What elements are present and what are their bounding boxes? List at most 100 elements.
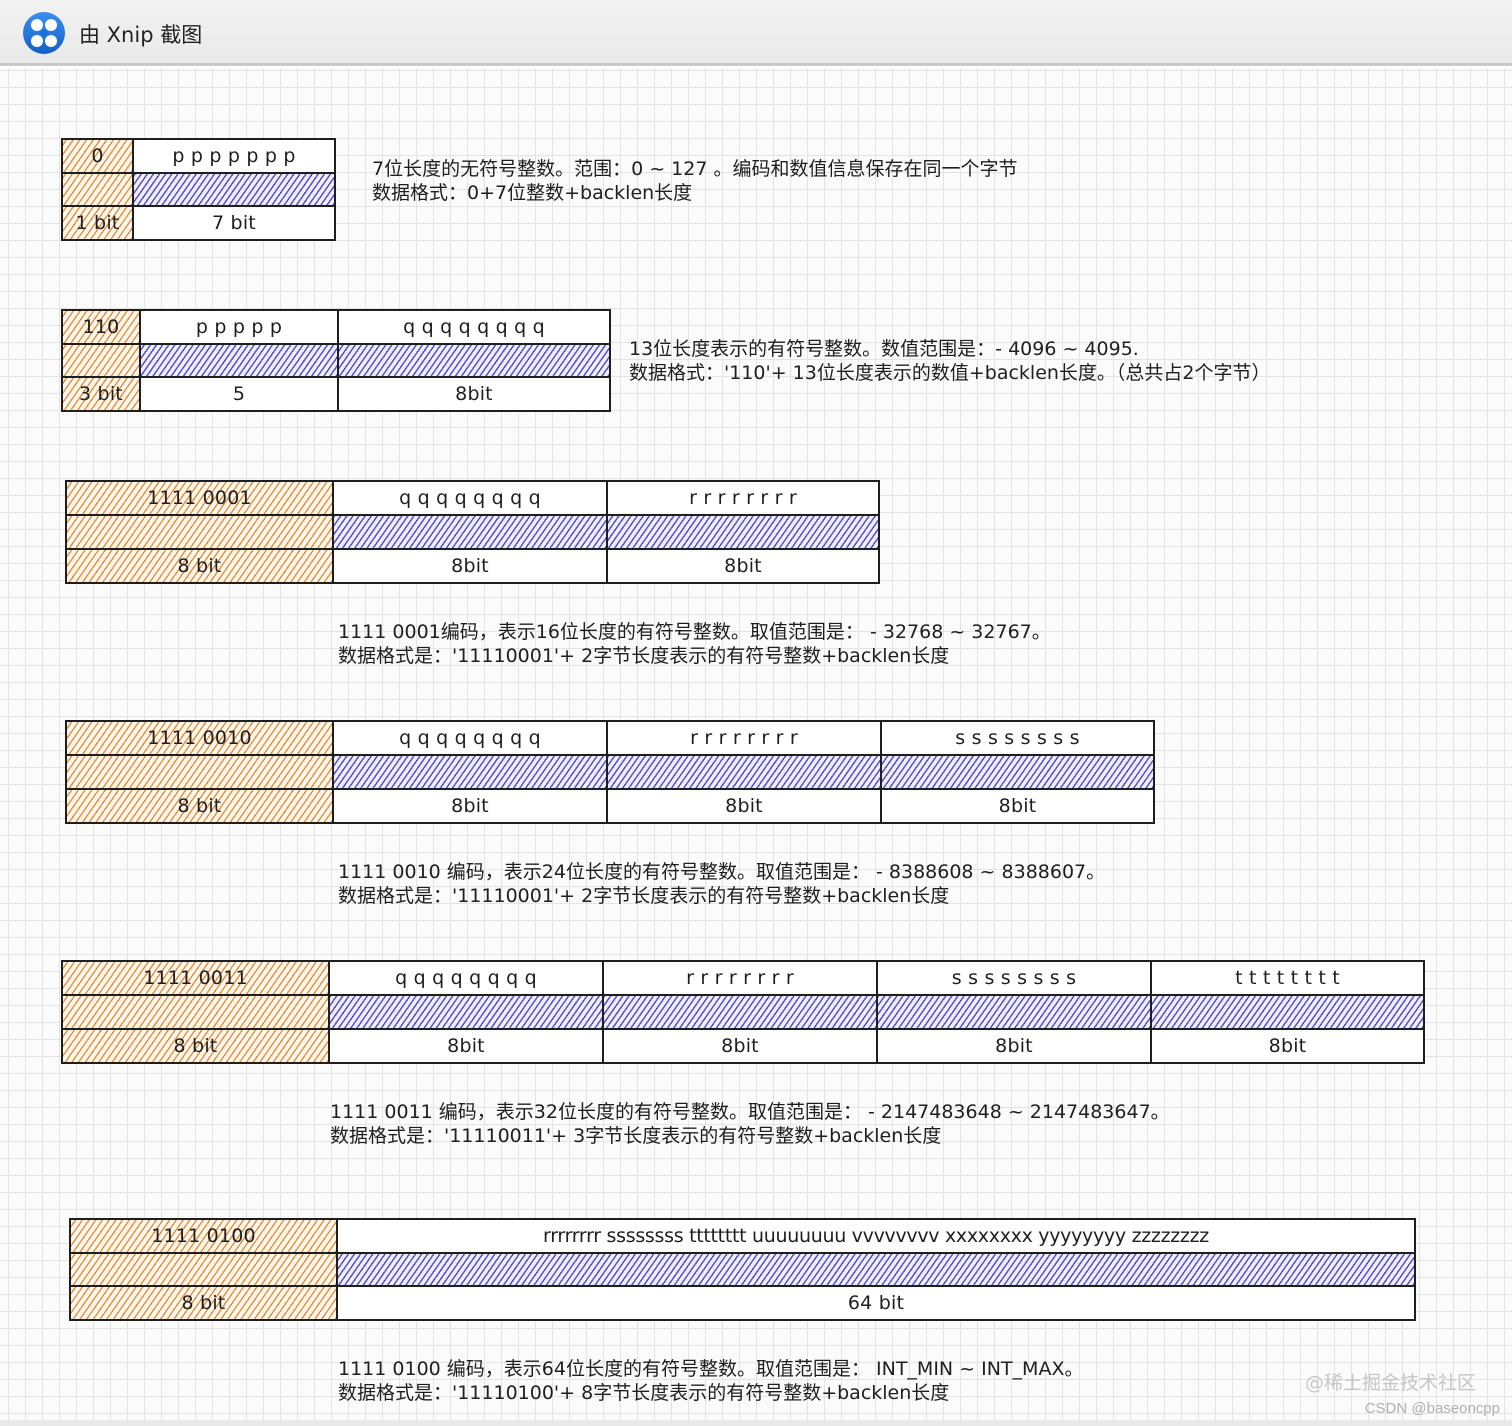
header-column: 1111 0100 8 bit bbox=[71, 1220, 336, 1320]
field-hatch bbox=[141, 342, 337, 379]
encoding-diagram-13bit-int: 110 3 bit p p p p p 5 q q q q q q q q 8b… bbox=[61, 309, 611, 412]
field-label: r r r r r r r r bbox=[689, 487, 797, 509]
field-bits: 8bit bbox=[451, 795, 489, 817]
header-bits: 8 bit bbox=[67, 550, 332, 582]
field-hatch bbox=[608, 514, 878, 550]
header-code: 1111 0010 bbox=[67, 722, 332, 754]
header-hatch bbox=[71, 1251, 336, 1288]
encoding-diagram-32bit-int: 1111 0011 8 bit q q q q q q q q 8bit r r… bbox=[61, 960, 1425, 1064]
field-label: r r r r r r r r bbox=[690, 727, 798, 749]
field-label: q q q q q q q q bbox=[399, 487, 541, 509]
field-column: q q q q q q q q 8bit bbox=[332, 482, 606, 582]
field-label: rrrrrrrr ssssssss tttttttt uuuuuuuu vvvv… bbox=[543, 1224, 1209, 1247]
field-bits: 64 bit bbox=[847, 1292, 905, 1315]
field-hatch bbox=[882, 754, 1153, 790]
bottom-strip bbox=[0, 1420, 1512, 1426]
description-32bit-int: 1111 0011 编码，表示32位长度的有符号整数。取值范围是： - 2147… bbox=[330, 1100, 1170, 1148]
description-line: 数据格式：'110'+ 13位长度表示的数值+backlen长度。（总共占2个字… bbox=[629, 362, 1271, 384]
field-hatch bbox=[338, 1251, 1414, 1288]
field-bits: 7 bit bbox=[212, 212, 256, 235]
field-hatch bbox=[878, 994, 1150, 1030]
field-label: p p p p p p p bbox=[172, 144, 296, 167]
field-bits: 8bit bbox=[998, 795, 1037, 817]
field-label: s s s s s s s s bbox=[955, 727, 1080, 749]
field-bits: 8bit bbox=[455, 383, 493, 406]
field-hatch bbox=[339, 342, 609, 379]
description-16bit-int: 1111 0001编码，表示16位长度的有符号整数。取值范围是： - 32768… bbox=[338, 620, 1051, 668]
field-column: r r r r r r r r 8bit bbox=[606, 722, 880, 822]
description-line: 7位长度的无符号整数。范围：0 ~ 127 。编码和数值信息保存在同一个字节 bbox=[372, 158, 1018, 180]
field-label: t t t t t t t t bbox=[1235, 967, 1340, 989]
header-column: 1111 0001 8 bit bbox=[67, 482, 332, 582]
field-label: q q q q q q q q bbox=[399, 727, 541, 749]
description-line: 13位长度表示的有符号整数。数值范围是：- 4096 ~ 4095. bbox=[629, 338, 1139, 360]
field-hatch bbox=[330, 994, 602, 1030]
header-code: 1111 0100 bbox=[71, 1220, 336, 1252]
encoding-diagram-7bit-uint: 0 1 bit p p p p p p p 7 bit bbox=[61, 138, 336, 241]
field-hatch bbox=[334, 514, 606, 550]
field-column: r r r r r r r r 8bit bbox=[602, 962, 876, 1062]
field-bits: 5 bbox=[232, 383, 246, 406]
field-hatch bbox=[134, 171, 334, 208]
header-bits: 8 bit bbox=[63, 1030, 328, 1062]
description-line: 1111 0010 编码，表示24位长度的有符号整数。取值范围是： - 8388… bbox=[338, 861, 1106, 883]
header-hatch bbox=[63, 994, 328, 1030]
description-line: 数据格式是：'11110011'+ 3字节长度表示的有符号整数+backlen长… bbox=[330, 1125, 942, 1147]
header-bits: 8 bit bbox=[67, 790, 332, 822]
field-bits: 8bit bbox=[995, 1035, 1033, 1057]
description-line: 1111 0011 编码，表示32位长度的有符号整数。取值范围是： - 2147… bbox=[330, 1101, 1170, 1123]
field-hatch bbox=[334, 754, 606, 790]
field-bits: 8bit bbox=[724, 555, 762, 577]
title-bar: 由 Xnip 截图 bbox=[0, 0, 1512, 66]
field-column: q q q q q q q q 8bit bbox=[337, 311, 609, 410]
field-column: q q q q q q q q 8bit bbox=[328, 962, 602, 1062]
field-bits: 8bit bbox=[1268, 1035, 1307, 1057]
header-column: 110 3 bit bbox=[63, 311, 139, 411]
header-code: 1111 0001 bbox=[67, 482, 332, 514]
header-hatch bbox=[63, 171, 132, 208]
header-code: 110 bbox=[63, 311, 139, 343]
description-line: 数据格式是：'11110001'+ 2字节长度表示的有符号整数+backlen长… bbox=[338, 645, 950, 667]
field-bits: 8bit bbox=[447, 1035, 485, 1057]
header-column: 1111 0011 8 bit bbox=[63, 962, 328, 1062]
field-column: p p p p p p p 7 bit bbox=[132, 140, 334, 239]
header-bits: 1 bit bbox=[63, 207, 132, 240]
field-hatch bbox=[604, 994, 876, 1030]
field-bits: 8bit bbox=[725, 795, 763, 817]
description-line: 1111 0001编码，表示16位长度的有符号整数。取值范围是： - 32768… bbox=[338, 621, 1051, 643]
header-bits: 3 bit bbox=[63, 378, 139, 411]
header-bits: 8 bit bbox=[71, 1287, 336, 1320]
field-column: r r r r r r r r 8bit bbox=[606, 482, 878, 582]
field-column: rrrrrrrr ssssssss tttttttt uuuuuuuu vvvv… bbox=[336, 1220, 1414, 1319]
description-line: 1111 0100 编码，表示64位长度的有符号整数。取值范围是： INT_MI… bbox=[338, 1358, 1084, 1380]
field-hatch bbox=[608, 754, 880, 790]
header-hatch bbox=[67, 754, 332, 790]
field-bits: 8bit bbox=[451, 555, 489, 577]
header-code: 1111 0011 bbox=[63, 962, 328, 994]
header-hatch bbox=[63, 342, 139, 379]
description-7bit-uint: 7位长度的无符号整数。范围：0 ~ 127 。编码和数值信息保存在同一个字节 数… bbox=[372, 157, 1017, 205]
watermark-text: @稀土掘金技术社区 bbox=[1304, 1372, 1476, 1394]
field-label: q q q q q q q q bbox=[403, 315, 545, 338]
header-column: 0 1 bit bbox=[63, 140, 132, 240]
encoding-diagram-64bit-int: 1111 0100 8 bit rrrrrrrr ssssssss tttttt… bbox=[69, 1218, 1416, 1321]
field-label: q q q q q q q q bbox=[395, 967, 537, 989]
field-column: q q q q q q q q 8bit bbox=[332, 722, 606, 822]
credit-text: CSDN @baseoncpp bbox=[1364, 1400, 1500, 1417]
description-64bit-int: 1111 0100 编码，表示64位长度的有符号整数。取值范围是： INT_MI… bbox=[338, 1357, 1083, 1405]
window-title: 由 Xnip 截图 bbox=[79, 23, 203, 47]
field-bits: 8bit bbox=[721, 1035, 759, 1057]
description-24bit-int: 1111 0010 编码，表示24位长度的有符号整数。取值范围是： - 8388… bbox=[338, 860, 1105, 908]
description-line: 数据格式是：'11110001'+ 2字节长度表示的有符号整数+backlen长… bbox=[338, 885, 950, 907]
description-line: 数据格式是：'11110100'+ 8字节长度表示的有符号整数+backlen长… bbox=[338, 1382, 950, 1404]
encoding-diagram-24bit-int: 1111 0010 8 bit q q q q q q q q 8bit r r… bbox=[65, 720, 1155, 824]
field-column: p p p p p 5 bbox=[139, 311, 337, 410]
xnip-app-icon bbox=[23, 12, 65, 54]
header-code: 0 bbox=[63, 140, 132, 172]
header-hatch bbox=[67, 514, 332, 550]
field-label: s s s s s s s s bbox=[951, 967, 1077, 989]
description-line: 数据格式：0+7位整数+backlen长度 bbox=[372, 182, 693, 204]
field-label: r r r r r r r r bbox=[686, 967, 794, 989]
header-column: 1111 0010 8 bit bbox=[67, 722, 332, 822]
field-label: p p p p p bbox=[195, 315, 283, 338]
